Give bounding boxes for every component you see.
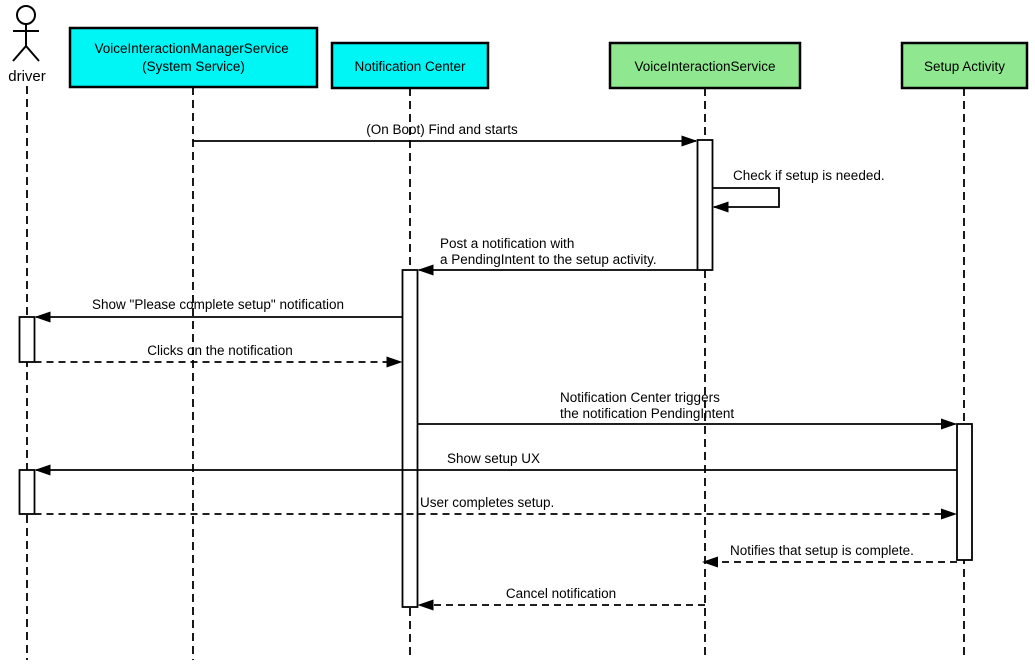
activation-voice-interaction-service: [696, 139, 714, 271]
message-label: Show "Please complete setup" notificatio…: [92, 297, 344, 312]
participant-voice-interaction-service: VoiceInteractionService: [608, 41, 802, 90]
message-label-line: a PendingIntent to the setup activity.: [440, 252, 657, 267]
actor-label: driver: [8, 68, 46, 85]
message-user-completes-setup: User completes setup.: [34, 495, 957, 520]
activation-driver-1: [18, 316, 36, 363]
message-show-please-complete-setup-notification: Show "Please complete setup" notificatio…: [34, 297, 403, 323]
activation-notification-center: [401, 269, 419, 608]
svg-text:Notification Center triggers: Notification Center triggers the notific…: [560, 390, 734, 421]
svg-text:Post a notification with: Post a notification with a PendingIntent…: [440, 236, 657, 267]
message-label: Check if setup is needed.: [733, 168, 885, 183]
participant-label-line: (System Service): [142, 59, 245, 74]
message-line: [712, 187, 780, 208]
activation-driver-2: [18, 469, 36, 515]
arrowhead: [681, 135, 698, 147]
arrowhead: [941, 508, 957, 520]
message-label-line: Notification Center triggers: [560, 390, 720, 405]
participant-label-line: VoiceInteractionManagerService: [94, 41, 288, 56]
arrowhead: [417, 264, 434, 276]
arrowhead: [34, 464, 51, 476]
message-label-line: Post a notification with: [440, 236, 574, 251]
arrowhead: [386, 356, 403, 368]
arrowhead: [941, 418, 957, 430]
message-check-if-setup-is-needed: Check if setup is needed.: [712, 168, 885, 213]
participant-notification-center: Notification Center: [330, 41, 490, 90]
message-label: Clicks on the notification: [147, 343, 293, 358]
message-label: User completes setup.: [420, 495, 554, 510]
participant-voice-interaction-manager-service: VoiceInteractionManagerService (System S…: [68, 26, 319, 89]
actor-leg-right: [25, 45, 40, 62]
message-notifies-setup-complete: Notifies that setup is complete.: [702, 543, 957, 568]
message-label: Show setup UX: [447, 451, 540, 466]
message-cancel-notification: Cancel notification: [417, 586, 705, 611]
actor-driver: driver: [8, 5, 46, 85]
participant-box: [68, 26, 319, 89]
arrowhead: [712, 201, 729, 213]
message-label: Cancel notification: [506, 586, 616, 601]
message-clicks-on-the-notification: Clicks on the notification: [34, 343, 403, 368]
participant-label: Setup Activity: [924, 59, 1005, 74]
participant-box: [330, 41, 490, 90]
message-label: (On Boot) Find and starts: [366, 122, 518, 137]
svg-text:VoiceInteractionManagerService: VoiceInteractionManagerService (System S…: [94, 41, 292, 74]
actor-head: [16, 5, 36, 25]
activation-setup-activity: [956, 423, 973, 561]
participant-label: Notification Center: [354, 59, 466, 74]
participant-box: [900, 41, 1029, 90]
arrowhead: [702, 556, 718, 568]
message-on-boot-find-and-starts: (On Boot) Find and starts: [193, 122, 698, 147]
message-show-setup-ux: Show setup UX: [34, 451, 957, 476]
arrowhead: [34, 311, 51, 323]
message-notification-center-triggers-pendingintent: Notification Center triggers the notific…: [417, 390, 957, 430]
arrowhead: [417, 599, 434, 611]
participant-setup-activity: Setup Activity: [900, 41, 1029, 90]
actor-leg-left: [12, 45, 27, 62]
message-label-line: the notification PendingIntent: [560, 406, 734, 421]
message-label: Notifies that setup is complete.: [730, 543, 914, 558]
participant-box: [608, 41, 802, 90]
message-post-notification-pendingintent: Post a notification with a PendingIntent…: [417, 236, 698, 276]
participant-label: VoiceInteractionService: [634, 59, 775, 74]
